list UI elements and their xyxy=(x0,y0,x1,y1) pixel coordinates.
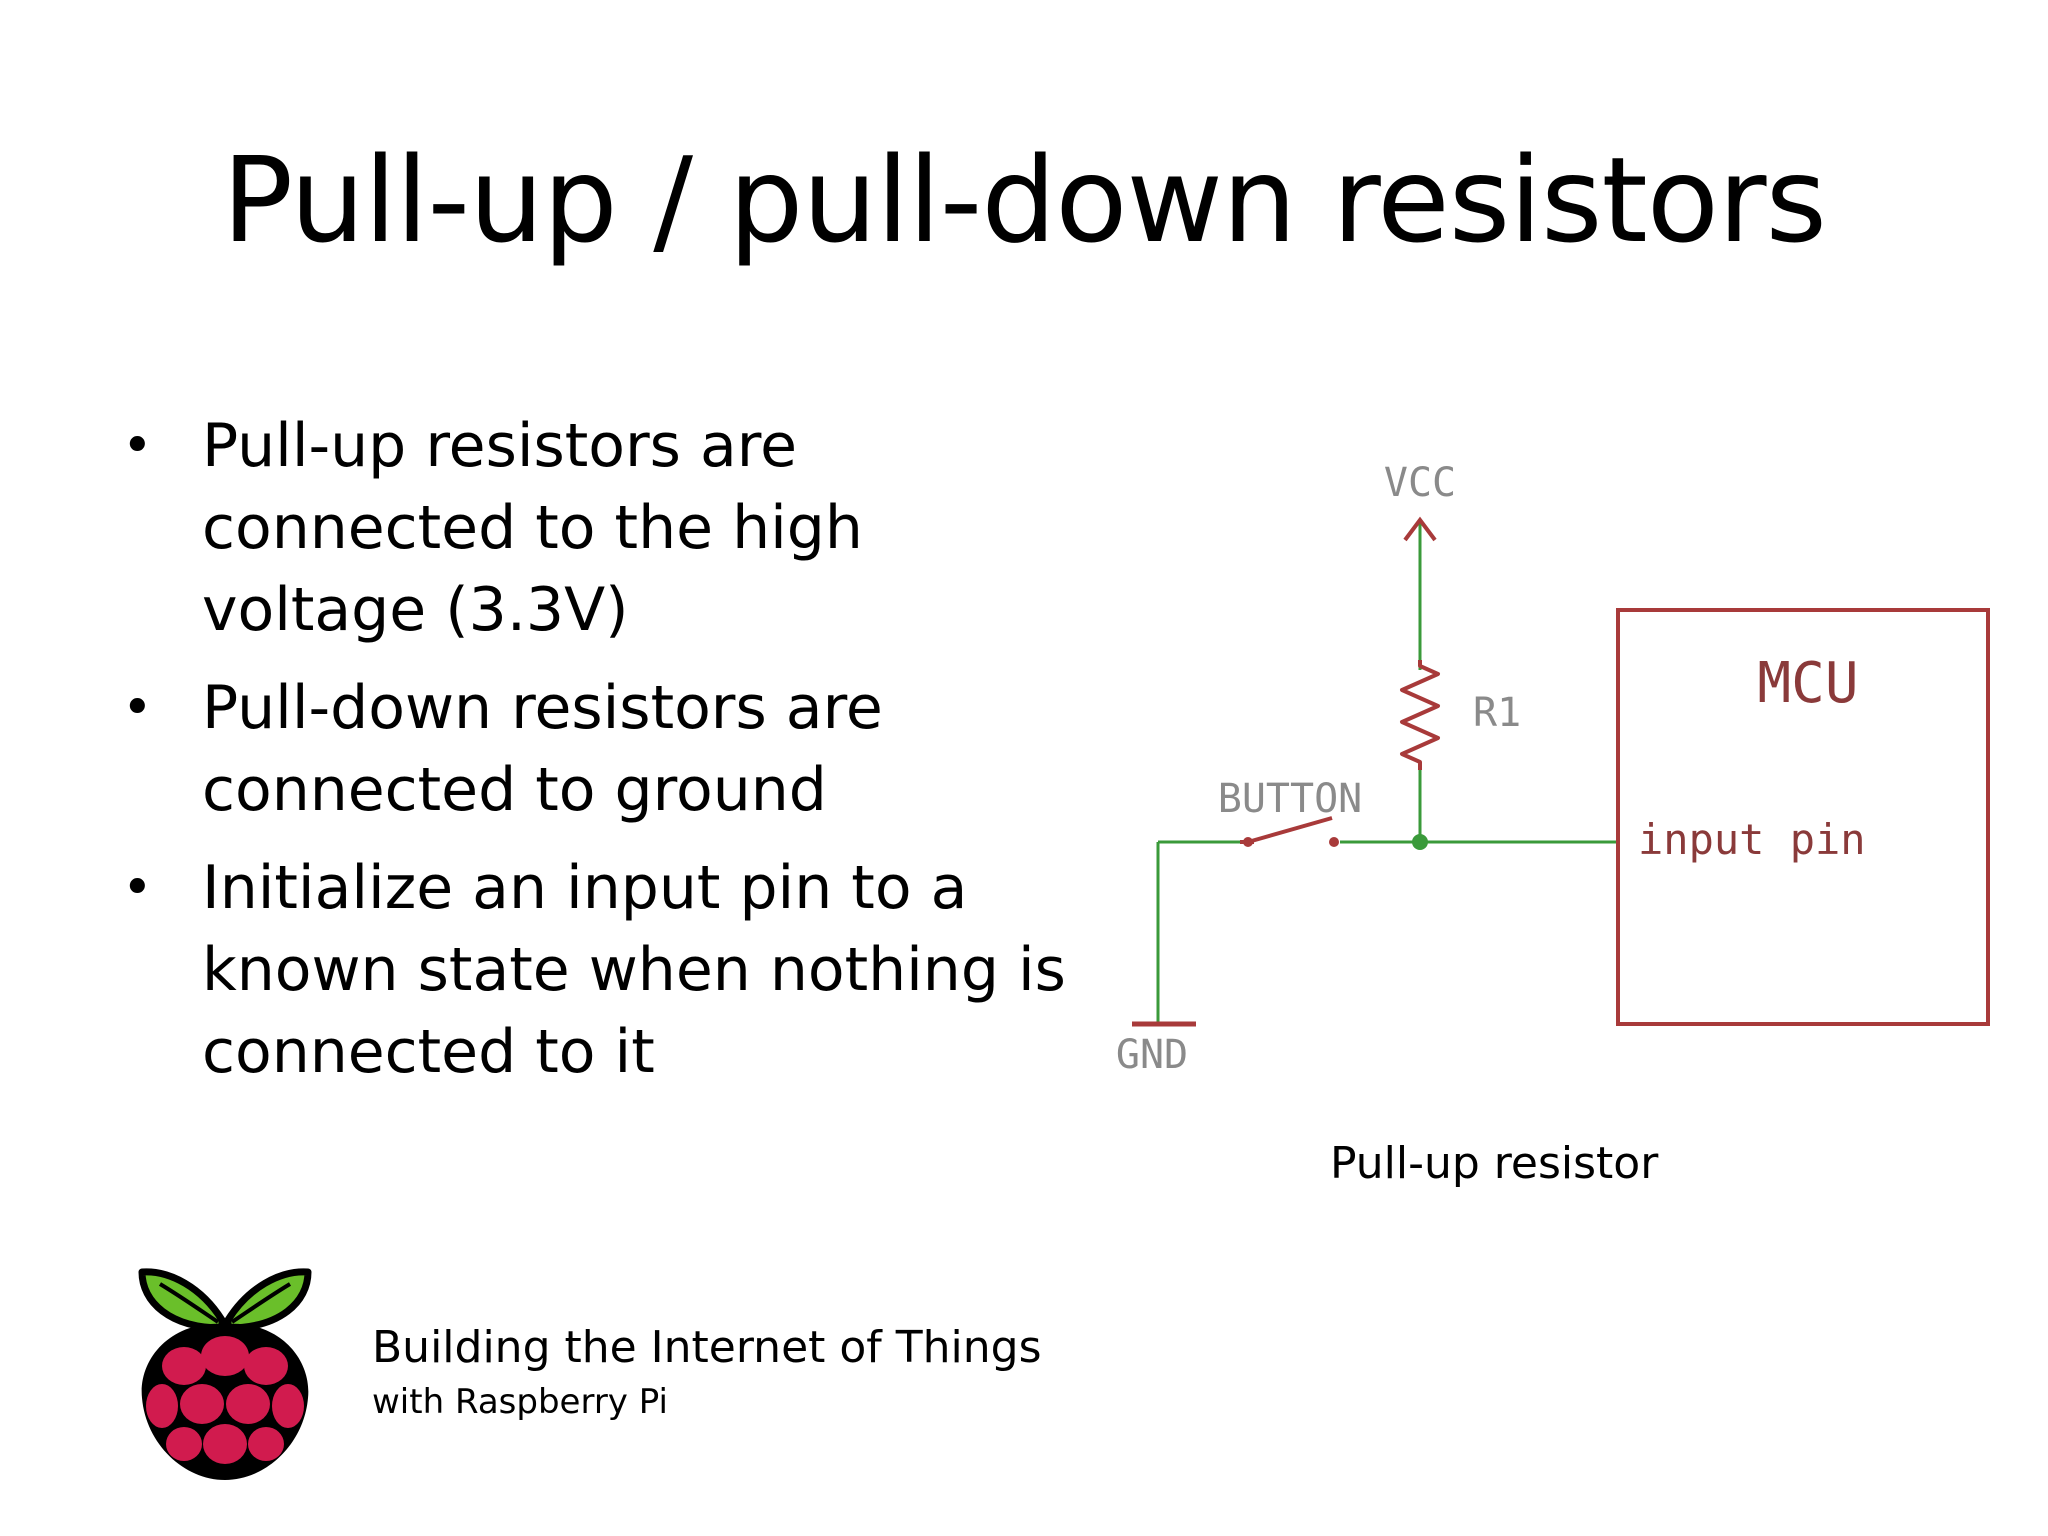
raspberry-pi-logo-icon xyxy=(130,1258,320,1488)
bullet-marker: • xyxy=(122,858,153,918)
footer-title: Building the Internet of Things xyxy=(372,1322,1042,1373)
vcc-label: VCC xyxy=(1384,460,1456,506)
bullet-text: Pull-down resistors are connected to gro… xyxy=(202,673,883,825)
bullet-marker: • xyxy=(122,416,153,476)
input-pin-label: input pin xyxy=(1638,815,1866,864)
footer-subtitle: with Raspberry Pi xyxy=(372,1382,668,1422)
bullet-text: Pull-up resistors are connected to the h… xyxy=(202,411,863,645)
bullet-item: • Pull-up resistors are connected to the… xyxy=(110,405,1100,651)
slide-title: Pull-up / pull-down resistors xyxy=(222,131,1827,269)
diagram-caption: Pull-up resistor xyxy=(1330,1138,1659,1189)
gnd-label: GND xyxy=(1116,1032,1188,1078)
mcu-label: MCU xyxy=(1757,651,1858,716)
pull-up-circuit-diagram: VCC R1 BUTTON GND MCU input pin xyxy=(1090,460,2030,1100)
button-contact-right xyxy=(1329,837,1339,847)
bullet-marker: • xyxy=(122,678,153,738)
bullet-list: • Pull-up resistors are connected to the… xyxy=(110,405,1100,1109)
button-switch-icon xyxy=(1247,816,1333,844)
bullet-item: • Initialize an input pin to a known sta… xyxy=(110,847,1100,1093)
resistor-r1-icon xyxy=(1400,660,1440,770)
vcc-arrowhead-icon xyxy=(1403,516,1437,542)
resistor-r1-label: R1 xyxy=(1473,690,1521,736)
bullet-text: Initialize an input pin to a known state… xyxy=(202,853,1066,1087)
button-label: BUTTON xyxy=(1218,776,1363,822)
button-contact-left xyxy=(1243,837,1253,847)
bullet-item: • Pull-down resistors are connected to g… xyxy=(110,667,1100,831)
mcu-box xyxy=(1616,608,1990,1026)
